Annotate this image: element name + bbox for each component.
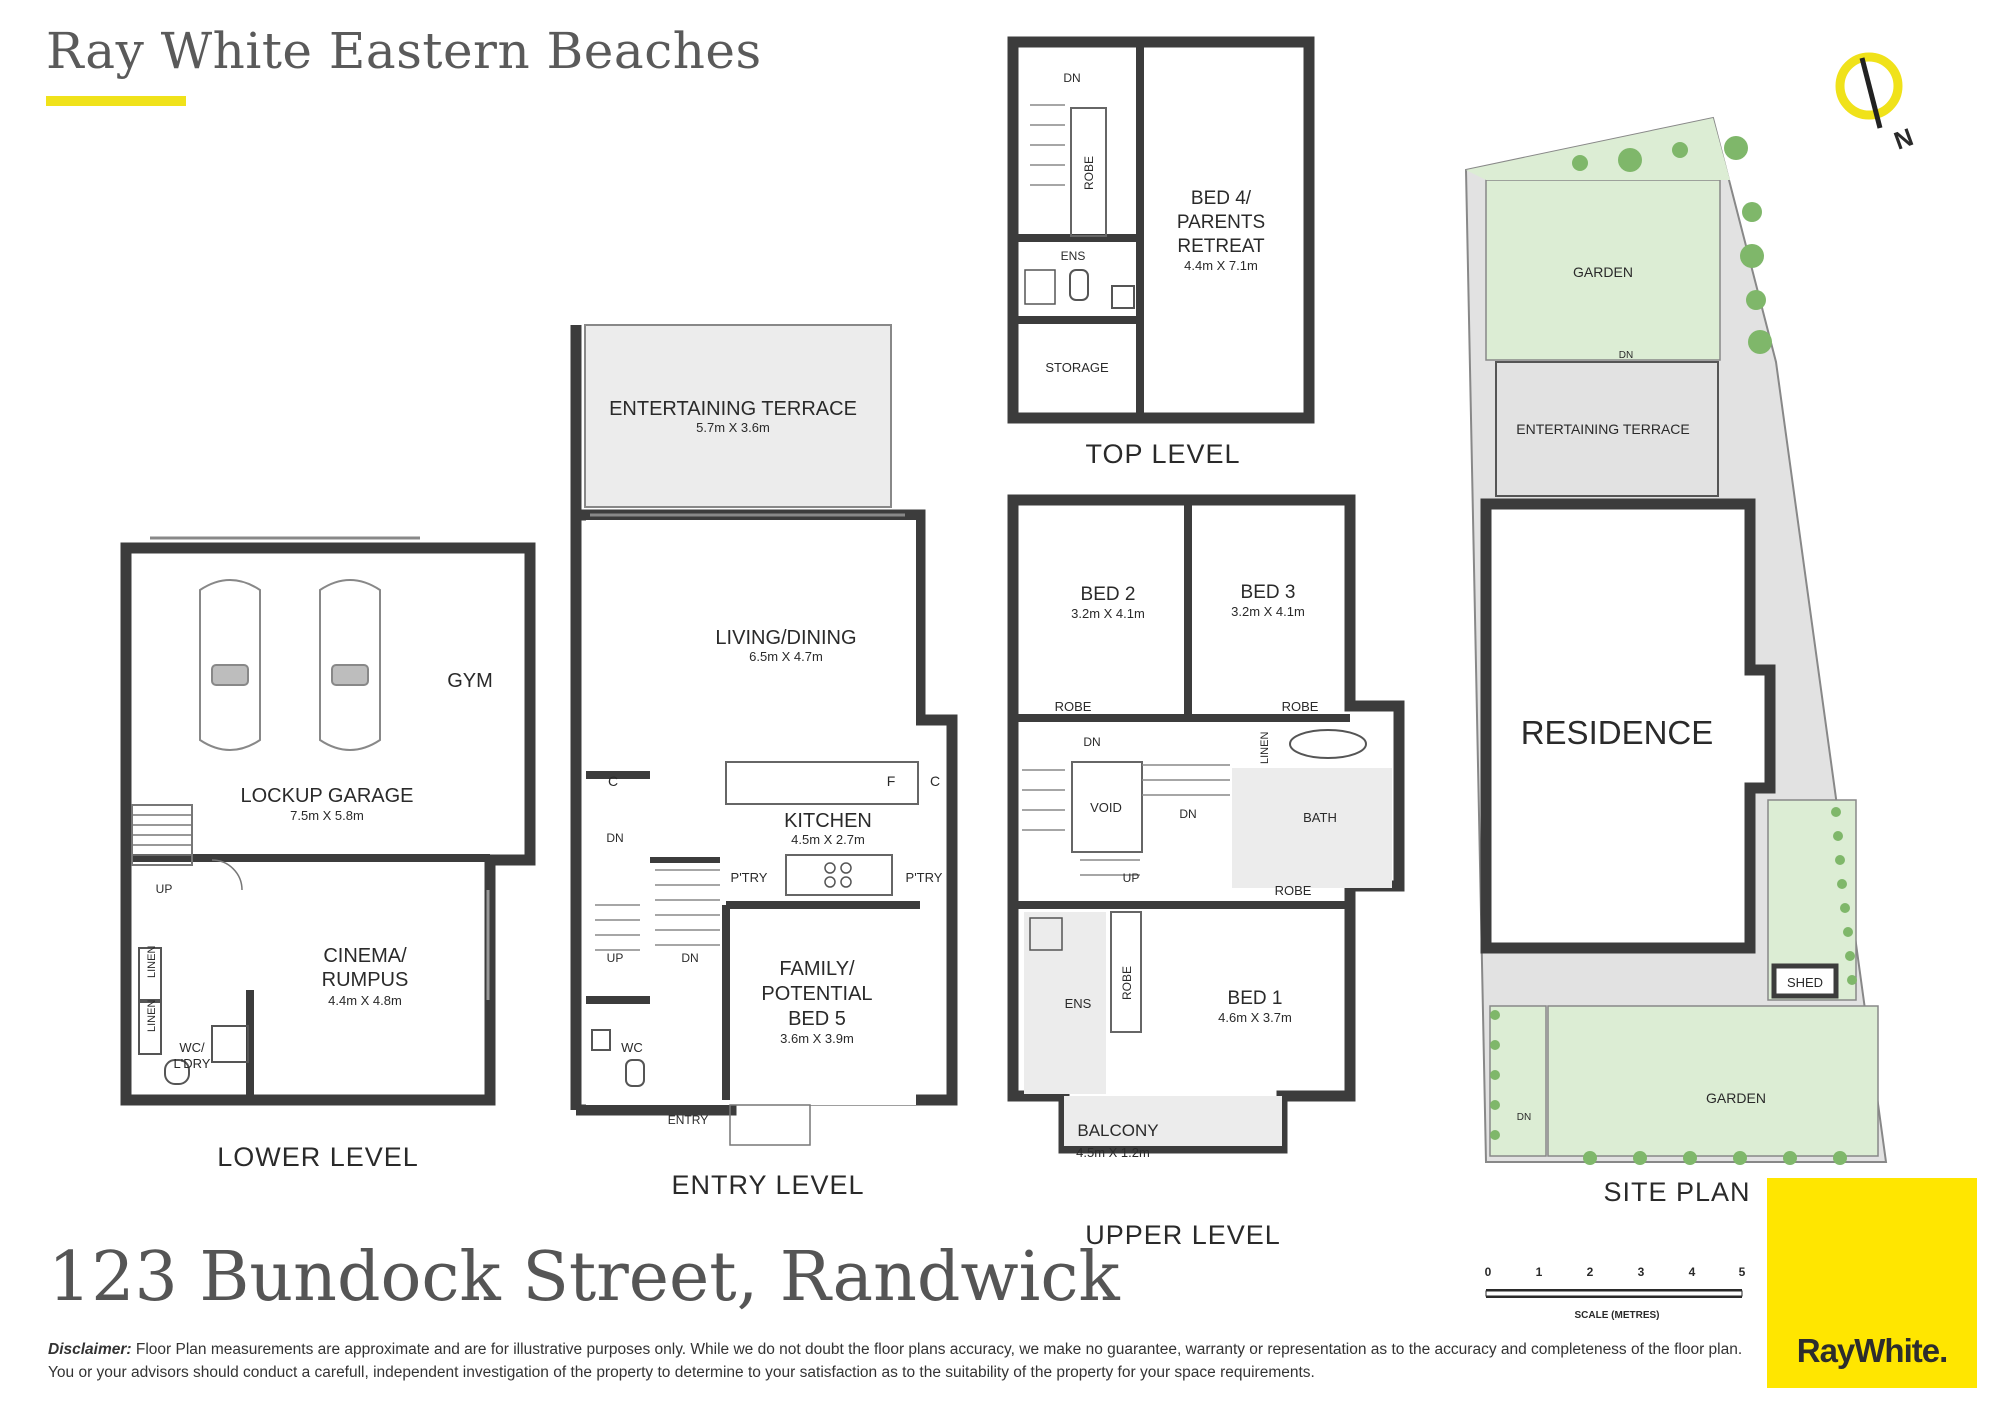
room-terrace: ENTERTAINING TERRACE [609,398,857,420]
scale-tick-0: 0 [1485,1265,1492,1279]
room-bed4-line3: RETREAT [1177,236,1265,257]
ray-white-logo: RayWhite. [1767,1178,1977,1388]
label-dn-entry-2: DN [681,951,698,965]
site-garden-top: GARDEN [1573,264,1633,280]
label-up-upper: UP [1123,871,1140,885]
scale-tick-2: 2 [1587,1265,1594,1279]
room-family-line2: POTENTIAL [761,983,872,1005]
site-residence: RESIDENCE [1521,714,1714,751]
label-linen-upper: LINEN [1259,732,1271,764]
label-dn-upper-2: DN [1179,807,1196,821]
lower-level: GYM LOCKUP GARAGE 7.5m X 5.8m CINEMA/ RU… [120,536,536,1172]
room-ens-top: ENS [1061,249,1086,263]
site-plan: GARDEN DN ENTERTAINING TERRACE RESIDENCE… [1464,116,1888,1207]
room-ens-upper: ENS [1065,996,1092,1011]
level-title-top: TOP LEVEL [1085,439,1240,469]
entry-level: ENTERTAINING TERRACE 5.7m X 3.6m LIVING/… [570,324,958,1200]
disclaimer: Disclaimer: Floor Plan measurements are … [48,1338,1748,1384]
scale-label: SCALE (METRES) [1575,1310,1660,1321]
room-gym: GYM [447,670,493,692]
label-robe-bed3: ROBE [1282,699,1319,714]
room-family-dim: 3.6m X 3.9m [780,1031,854,1046]
room-bed3-dim: 3.2m X 4.1m [1231,604,1305,619]
property-address: 123 Bundock Street, Randwick [48,1238,1120,1317]
room-bed2-dim: 3.2m X 4.1m [1071,606,1145,621]
scale-tick-4: 4 [1689,1265,1696,1279]
room-kitchen-dim: 4.5m X 2.7m [791,832,865,847]
site-terrace: ENTERTAINING TERRACE [1516,421,1689,437]
label-fridge: F [887,773,896,789]
room-cinema-dim: 4.4m X 4.8m [328,993,402,1008]
room-bed1: BED 1 [1228,988,1283,1009]
brand-title: Ray White Eastern Beaches [46,22,762,80]
room-garage-dim: 7.5m X 5.8m [290,808,364,823]
label-pantry-1: P'TRY [731,870,768,885]
level-title-upper: UPPER LEVEL [1085,1220,1281,1250]
room-bed2: BED 2 [1081,584,1136,605]
room-kitchen: KITCHEN [784,810,872,832]
room-bed3: BED 3 [1241,582,1296,603]
site-shed: SHED [1787,975,1823,990]
room-bed1-dim: 4.6m X 3.7m [1218,1010,1292,1025]
upper-level: BED 2 3.2m X 4.1m BED 3 3.2m X 4.1m ROBE… [1007,494,1405,1250]
room-bath: BATH [1303,810,1337,825]
room-family-line1: FAMILY/ [779,958,855,980]
disclaimer-label: Disclaimer: [48,1341,132,1358]
label-cupboard-2: C [608,773,618,789]
label-pantry-2: P'TRY [906,870,943,885]
room-terrace-dim: 5.7m X 3.6m [696,420,770,435]
label-up-entry: UP [607,951,624,965]
room-storage: STORAGE [1045,360,1109,375]
room-void: VOID [1090,800,1122,815]
room-family-line3: BED 5 [788,1008,846,1030]
room-bed4-dim: 4.4m X 7.1m [1184,258,1258,273]
room-cinema-line1: CINEMA/ [323,945,407,967]
brand-underline [46,96,186,106]
room-balcony-dim: 4.5m X 1.2m [1076,1145,1150,1160]
level-title-site: SITE PLAN [1603,1177,1750,1207]
label-robe-bed1-top: ROBE [1275,883,1312,898]
label-robe-top: ROBE [1082,156,1096,190]
compass-north-label: N [1890,123,1917,155]
label-linen-2: LINEN [146,1000,158,1032]
room-bed4-line2: PARENTS [1177,212,1265,233]
room-living-dim: 6.5m X 4.7m [749,649,823,664]
label-up: UP [156,882,173,896]
room-wc-line1: WC/ [179,1040,205,1055]
scale-tick-3: 3 [1638,1265,1645,1279]
room-balcony: BALCONY [1077,1121,1158,1140]
scale-bar: 0 1 2 3 4 5 SCALE (METRES) [1485,1265,1746,1321]
site-dn: DN [1619,350,1633,361]
label-dn-top: DN [1063,71,1080,85]
label-linen-1: LINEN [146,946,158,978]
room-wc: WC [621,1040,643,1055]
label-dn-entry-1: DN [606,831,623,845]
room-wc-line2: L'DRY [174,1056,211,1071]
level-title-entry: ENTRY LEVEL [671,1170,864,1200]
site-garden-bottom: GARDEN [1706,1090,1766,1106]
scale-tick-1: 1 [1536,1265,1543,1279]
room-living: LIVING/DINING [715,627,856,649]
label-robe-bed1-side: ROBE [1120,966,1134,1000]
logo-text: RayWhite. [1796,1332,1949,1369]
room-bed4-line1: BED 4/ [1191,188,1252,209]
compass: N [1835,52,1917,156]
room-garage: LOCKUP GARAGE [240,785,413,807]
label-cupboard-1: C [930,773,940,789]
level-title-lower: LOWER LEVEL [217,1142,419,1172]
top-level: DN ROBE ENS STORAGE BED 4/ PARENTS RETRE… [1007,36,1315,469]
label-entry: ENTRY [668,1113,708,1127]
label-dn-upper-1: DN [1083,735,1100,749]
label-robe-bed2: ROBE [1055,699,1092,714]
scale-tick-5: 5 [1739,1265,1746,1279]
disclaimer-text: Floor Plan measurements are approximate … [48,1341,1743,1381]
site-dn-2: DN [1517,1112,1531,1123]
room-cinema-line2: RUMPUS [322,969,409,991]
